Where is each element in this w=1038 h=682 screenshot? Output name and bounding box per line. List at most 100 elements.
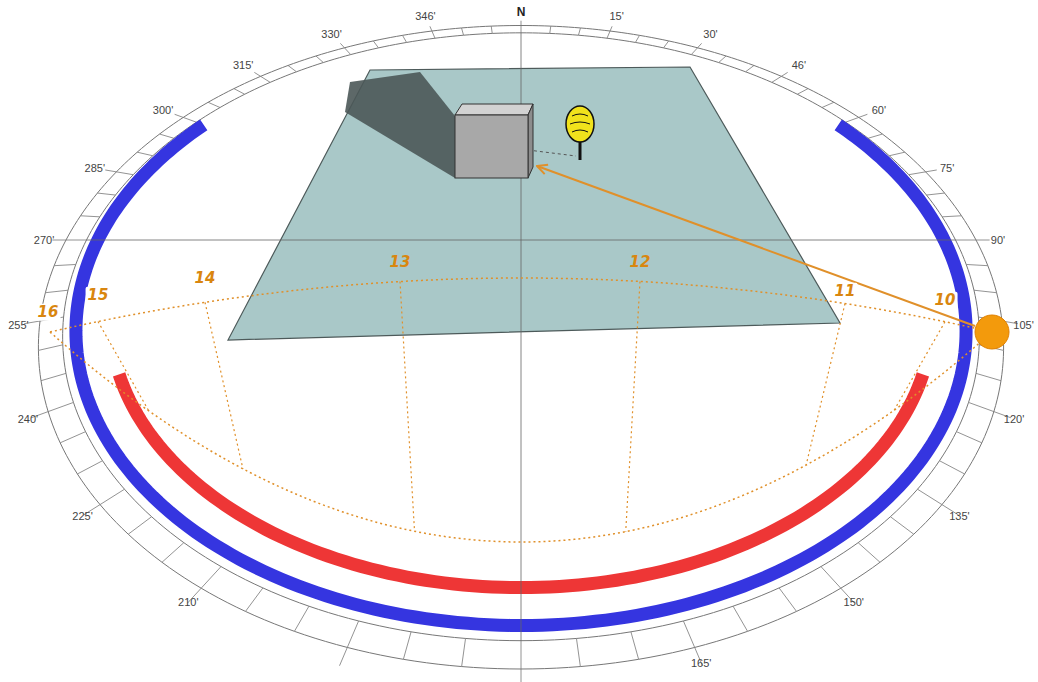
degree-tick xyxy=(746,65,754,71)
ground-plane xyxy=(228,67,840,340)
degree-label: 60' xyxy=(872,104,886,116)
degree-label: 285' xyxy=(85,162,105,174)
degree-label: 90' xyxy=(991,234,1005,246)
degree-label: 315' xyxy=(233,59,253,71)
degree-tick xyxy=(294,606,309,631)
degree-tick xyxy=(160,134,174,138)
degree-tick xyxy=(403,632,411,659)
hour-drop-line xyxy=(98,322,149,411)
degree-tick xyxy=(733,606,748,631)
building-shadow xyxy=(345,72,455,178)
degree-tick xyxy=(974,290,997,293)
degree-tick xyxy=(60,432,85,443)
degree-tick xyxy=(288,65,296,71)
degree-tick xyxy=(340,43,350,54)
degree-label: 210' xyxy=(178,596,198,608)
degree-label: 75' xyxy=(940,162,954,174)
sun-path-arc xyxy=(50,278,992,332)
degree-label: 255' xyxy=(8,319,28,331)
degree-tick xyxy=(175,114,197,122)
degree-tick xyxy=(942,216,961,217)
degree-tick xyxy=(41,373,66,380)
building-block xyxy=(455,104,533,178)
degree-tick xyxy=(822,102,834,107)
degree-label: 105' xyxy=(1013,319,1033,331)
degree-tick xyxy=(846,114,868,122)
hour-drop-line xyxy=(400,282,415,532)
degree-tick xyxy=(162,543,184,563)
hour-label: 16 xyxy=(36,304,61,321)
degree-tick xyxy=(81,216,100,217)
compass-axes xyxy=(86,33,955,641)
degree-label: 46' xyxy=(792,59,806,71)
degree-tick xyxy=(631,632,639,659)
degree-tick xyxy=(779,588,796,611)
degree-tick xyxy=(402,35,406,42)
hour-label: 11 xyxy=(833,283,858,300)
sun-ray-arrow xyxy=(537,166,975,326)
tree-symbol xyxy=(566,106,594,160)
degree-label: 270' xyxy=(34,234,54,246)
degree-tick xyxy=(607,26,612,38)
degree-tick xyxy=(578,28,580,35)
hour-drop-line xyxy=(626,281,640,531)
degree-tick xyxy=(956,432,981,443)
hour-label: 10 xyxy=(933,292,958,309)
degree-tick xyxy=(137,152,153,156)
degree-tick xyxy=(890,517,913,535)
degree-tick xyxy=(664,41,669,48)
degree-tick xyxy=(576,638,580,666)
degree-tick xyxy=(373,41,378,48)
ring-outer xyxy=(38,26,1003,670)
degree-tick xyxy=(38,345,62,351)
degree-label: 120' xyxy=(1004,413,1024,425)
degree-tick xyxy=(316,56,323,63)
degree-tick xyxy=(105,170,133,175)
degree-label: 225' xyxy=(72,510,92,522)
hour-label: 14 xyxy=(193,270,218,287)
degree-tick xyxy=(691,43,701,54)
degree-label: 135' xyxy=(949,510,969,522)
degree-tick xyxy=(128,517,151,535)
ring-inner xyxy=(63,33,980,641)
degree-label: 30' xyxy=(703,28,717,40)
degree-tick xyxy=(462,638,466,666)
degree-tick xyxy=(245,588,262,611)
degree-label: 346' xyxy=(415,10,435,22)
degree-tick xyxy=(772,72,788,82)
degree-tick xyxy=(52,240,86,241)
degree-tick xyxy=(719,56,726,63)
degree-tick xyxy=(889,152,905,156)
degree-tick xyxy=(939,461,964,474)
degree-tick xyxy=(97,193,115,195)
sun-path-ground-arc xyxy=(50,332,992,542)
degree-label: 165' xyxy=(691,657,711,669)
degree-label: 300' xyxy=(153,104,173,116)
hour-label: 15 xyxy=(86,287,111,304)
degree-tick xyxy=(956,240,990,241)
degree-tick xyxy=(491,26,492,33)
degree-tick xyxy=(550,26,551,33)
degree-tick xyxy=(868,134,882,138)
degree-label: 330' xyxy=(321,28,341,40)
degree-tick xyxy=(858,543,880,563)
degree-tick xyxy=(234,89,245,95)
hour-label: 13 xyxy=(388,254,413,271)
degree-label: 150' xyxy=(844,596,864,608)
degree-tick xyxy=(909,170,937,175)
degree-tick xyxy=(976,373,1001,380)
degree-label: 240' xyxy=(18,413,38,425)
hour-drop-line xyxy=(205,302,243,468)
degree-tick xyxy=(340,621,359,666)
degree-tick xyxy=(54,264,76,265)
degree-tick xyxy=(208,102,220,107)
degree-tick xyxy=(430,26,435,38)
compass-axis xyxy=(86,240,955,241)
degree-tick xyxy=(521,641,522,682)
degree-tick xyxy=(45,290,68,293)
degree-tick xyxy=(77,461,102,474)
degree-tick xyxy=(797,89,808,95)
degree-tick xyxy=(927,193,945,195)
